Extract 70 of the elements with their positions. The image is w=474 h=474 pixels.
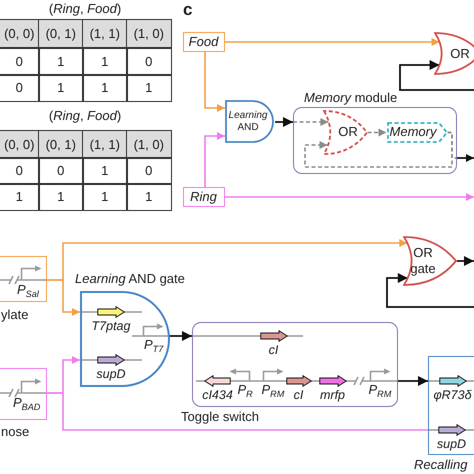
header-cell: (0, 0) — [0, 130, 40, 158]
gene-name: mrfp — [320, 388, 345, 402]
header-cell: (0, 1) — [38, 19, 84, 48]
table-cell: 0 — [126, 157, 172, 184]
arrow — [457, 256, 474, 266]
promoter-name: P$_{RM}$ — [262, 382, 284, 396]
table-cell: 1 — [0, 183, 40, 210]
arrow — [386, 273, 474, 308]
arrow — [204, 132, 225, 187]
dashed-arrow — [293, 118, 328, 126]
module-title: Recalling — [414, 457, 468, 472]
gene-name: cI — [294, 388, 304, 402]
arrow — [225, 193, 474, 201]
table-cell: 1 — [126, 183, 172, 210]
table-cell: 1 — [38, 74, 84, 102]
table-cell: 0 — [38, 157, 84, 184]
arrow — [169, 331, 192, 341]
arrow — [204, 52, 225, 112]
dashed-line — [448, 132, 457, 159]
arrow — [398, 376, 428, 386]
gene-name: supD — [96, 367, 126, 382]
inducer-name: nose — [1, 424, 30, 439]
arrow — [47, 239, 408, 281]
table-caption: (Ring, Food) — [48, 0, 122, 17]
signal-box: Food — [183, 32, 225, 52]
connector-line — [47, 392, 428, 431]
table-cell: 1 — [82, 183, 128, 210]
table-cell: 1 — [38, 47, 84, 76]
arrow — [457, 154, 474, 162]
arrow — [225, 38, 440, 46]
table-cell: 1 — [126, 74, 172, 102]
promoter-name: P$_{T7}$ — [144, 337, 164, 352]
table-cell: 0 — [0, 157, 40, 184]
gene-name: supD — [436, 436, 466, 452]
panel-letter: c — [183, 0, 192, 20]
module-title: Toggle switch — [181, 409, 260, 424]
header-cell: (0, 1) — [38, 130, 84, 158]
promoter-name: P$_{Sal}$ — [17, 282, 39, 297]
table-caption: (Ring, Food) — [48, 107, 122, 124]
module-title: Memory module — [304, 90, 398, 105]
arrow — [399, 60, 474, 91]
memory-block: Memory — [386, 122, 448, 142]
promoter-name: P$_{R}$ — [238, 382, 253, 396]
table-cell: 0 — [0, 47, 40, 76]
header-cell: (1, 1) — [82, 19, 128, 48]
signal-box: Ring — [183, 187, 225, 207]
or-gate: OR — [322, 110, 368, 154]
or-gate: OR — [434, 32, 474, 75]
header-cell: (1, 0) — [126, 130, 172, 158]
header-cell: (1, 0) — [126, 19, 172, 48]
inducer-name: ylate — [1, 307, 28, 322]
table-cell: 0 — [0, 74, 40, 102]
promoter-name: P$_{RM}$ — [368, 382, 392, 396]
gene-name: φR73δ — [433, 388, 472, 402]
table-cell: 1 — [82, 47, 128, 76]
table-cell: 1 — [38, 183, 84, 210]
or-gate: OR gate — [403, 236, 457, 286]
header-cell: (1, 1) — [82, 130, 128, 158]
and-gate: Learning AND — [225, 100, 275, 143]
table-cell: 1 — [82, 74, 128, 102]
table-cell: 1 — [82, 157, 128, 184]
arrow — [275, 117, 293, 127]
gene-name: cI — [268, 342, 278, 358]
header-cell: (0, 0) — [0, 19, 40, 48]
promoter-name: P$_{BAD}$ — [13, 395, 40, 410]
table-cell: 0 — [126, 47, 172, 76]
dashed-arrow — [368, 128, 386, 136]
gate-title: Learning AND gate — [75, 271, 185, 286]
gene-name: T7ptag — [92, 319, 130, 334]
gene-name: cI434 — [202, 388, 233, 402]
